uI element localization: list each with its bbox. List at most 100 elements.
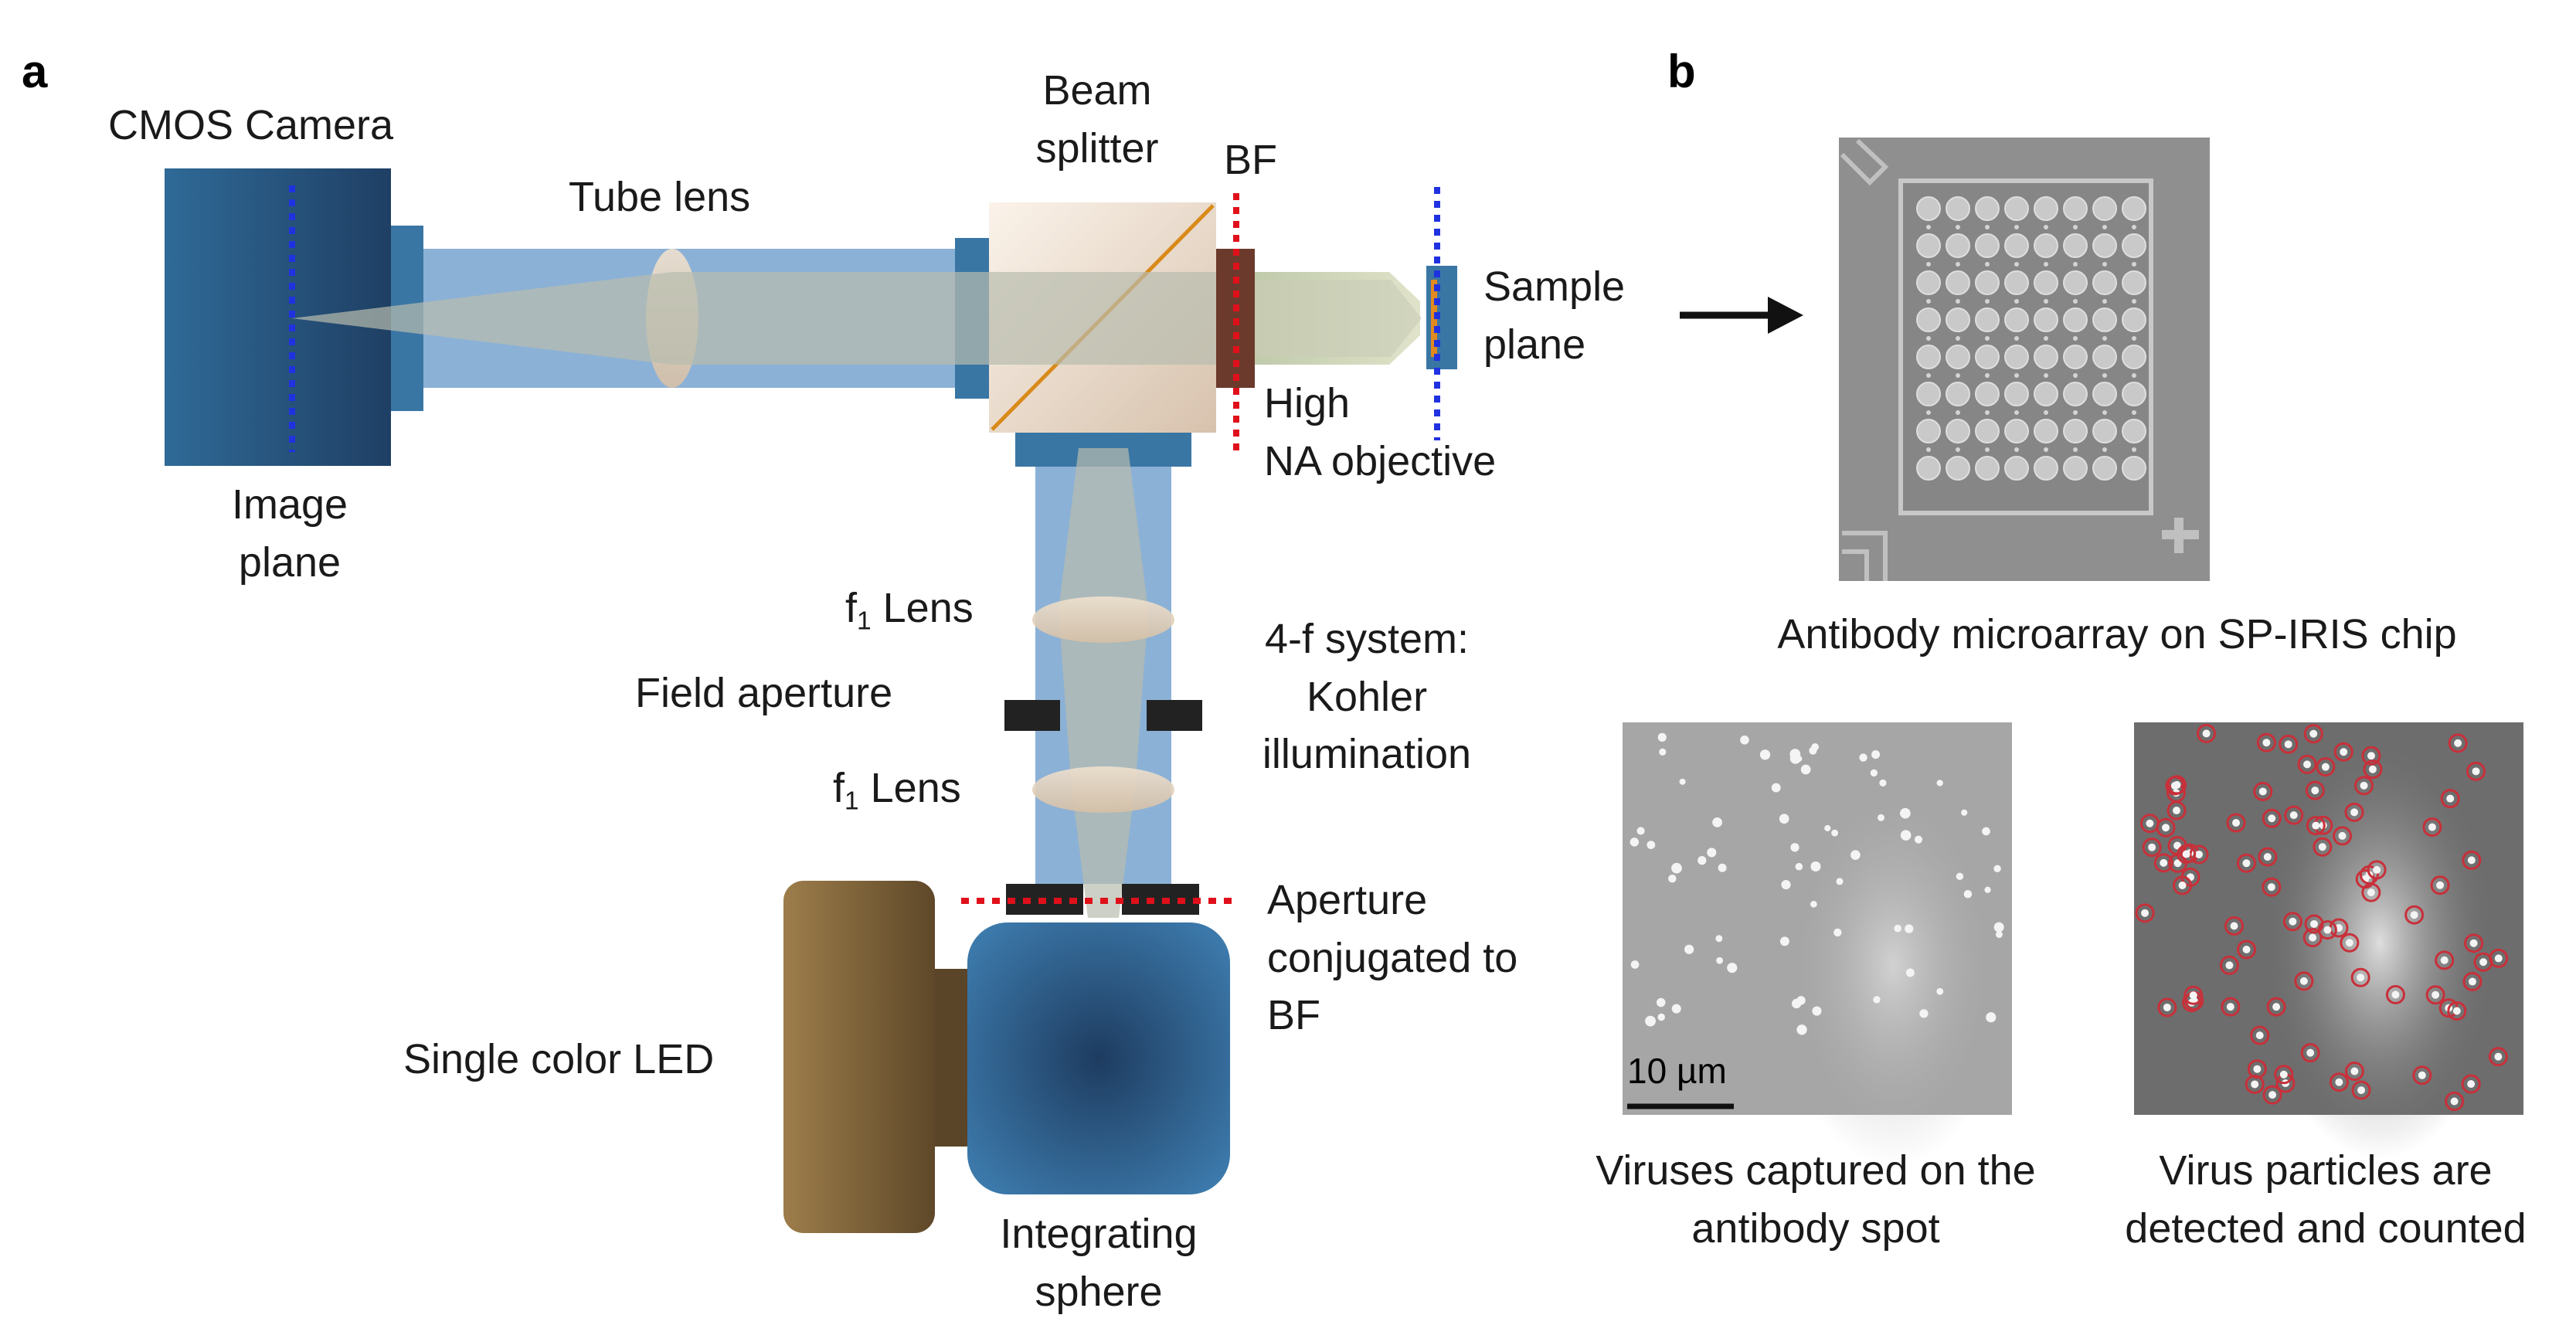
detection-circle: [2422, 817, 2442, 837]
virus-particle: [1771, 783, 1781, 793]
image-plane-label-line1: Image: [231, 481, 348, 528]
detected-particle: [2428, 823, 2436, 831]
microarray-dot: [2102, 225, 2107, 229]
detected-particle: [2368, 765, 2377, 773]
objective-label-line2: NA objective: [1264, 437, 1497, 484]
sample-plane-label-line2: plane: [1483, 321, 1586, 368]
detection-circle: [2462, 850, 2482, 870]
detected-particle: [2160, 858, 2168, 867]
detected-particle: [2494, 1052, 2503, 1061]
virus-particle: [1707, 848, 1717, 858]
integrating-sphere-label: Integrating sphere: [950, 1205, 1247, 1320]
detection-circle: [2297, 754, 2317, 774]
microarray-dot: [2014, 373, 2019, 378]
virus-particle: [1796, 1024, 1807, 1035]
panel-label-b: b: [1667, 46, 1696, 97]
detected-particle: [2318, 843, 2326, 851]
virus-particle: [1936, 780, 1943, 787]
microarray-spot: [2063, 307, 2088, 332]
microarray-spot: [2063, 345, 2088, 369]
virus-particle: [1982, 827, 1990, 836]
detection-circle: [2279, 734, 2299, 754]
detection-circle: [2302, 928, 2323, 948]
virus-particle: [1894, 924, 1901, 933]
detection-circle: [2367, 860, 2387, 880]
detection-circle: [2304, 914, 2324, 934]
detected-particle: [2255, 1031, 2264, 1040]
virus-particle: [1963, 889, 1973, 899]
detection-circle: [2282, 912, 2302, 932]
detected-particle: [2178, 882, 2187, 890]
detection-circle: [2266, 997, 2286, 1017]
virus-particle: [1919, 1009, 1929, 1018]
objective-label: High NA objective: [1264, 375, 1496, 490]
captured-caption-line1: Viruses captured on the: [1596, 1147, 2036, 1194]
single-color-led-label: Single color LED: [403, 1036, 715, 1082]
microarray-dot: [2132, 447, 2136, 452]
microarray-dot: [1926, 373, 1931, 378]
detected-particle: [2479, 958, 2488, 967]
microarray-spot: [1916, 196, 1941, 221]
detection-circle: [2236, 853, 2256, 873]
detection-circle: [2466, 761, 2486, 781]
detected-particle: [2289, 917, 2297, 926]
detected-particle: [2367, 752, 2375, 760]
microarray-dot: [2044, 262, 2048, 267]
detected-particle: [2226, 1003, 2234, 1011]
microarray-spot: [1916, 270, 1941, 295]
objective-converging-rays: [1255, 280, 1422, 357]
detected-particle: [2310, 919, 2319, 928]
integrating-sphere-label-line2: sphere: [1035, 1268, 1163, 1315]
microarray-spot: [2034, 196, 2058, 221]
virus-particle: [1715, 935, 1723, 943]
virus-particle: [1810, 900, 1817, 908]
microarray-spot: [2004, 233, 2029, 258]
detected-particle: [2312, 821, 2320, 830]
image-plane-label-line2: plane: [238, 538, 342, 586]
virus-particle: [1986, 1012, 1997, 1023]
detection-circle: [2344, 802, 2364, 822]
integrating-sphere: [967, 922, 1230, 1194]
microarray-dot: [2073, 262, 2078, 267]
microarray-dot: [1985, 299, 1990, 304]
virus-particle: [1809, 746, 1817, 755]
detection-circle: [2448, 733, 2468, 753]
detection-circle: [2351, 1080, 2371, 1100]
virus-particle: [1671, 1004, 1681, 1014]
microarray-dot: [2132, 299, 2136, 304]
virus-particle: [1630, 837, 1640, 847]
four-f-label-line2: Kohler: [1306, 673, 1428, 720]
microarray-dot: [2073, 447, 2078, 452]
microarray-dot: [2132, 410, 2136, 415]
microarray-spot: [2034, 456, 2058, 481]
virus-particle: [1781, 879, 1791, 890]
detection-circle: [2333, 826, 2353, 846]
virus-particle: [1779, 936, 1789, 946]
microarray-spot: [2063, 419, 2088, 443]
microarray-dot: [2132, 336, 2136, 341]
detection-circle: [2313, 837, 2333, 857]
virus-particle: [1698, 856, 1707, 865]
microarray-spot: [2092, 345, 2117, 369]
microarray-spot: [2092, 382, 2117, 406]
detected-particle: [2230, 922, 2238, 930]
virus-particle: [1671, 862, 1682, 874]
field-aperture-left: [1004, 700, 1060, 731]
virus-particle: [1636, 827, 1645, 835]
virus-particle: [1836, 878, 1844, 885]
detected-particle: [2391, 990, 2400, 999]
microarray-dot: [2073, 373, 2078, 378]
detected-particle: [2279, 1070, 2288, 1079]
detection-circle: [2173, 875, 2193, 895]
microarray-dot: [1926, 447, 1931, 452]
microarray-dot: [1926, 410, 1931, 415]
microarray-dot: [2132, 262, 2136, 267]
detection-circle: [2165, 776, 2185, 796]
detected-particle: [2309, 933, 2317, 942]
detected-particle: [2410, 911, 2418, 919]
virus-particle: [1879, 779, 1887, 787]
microarray-dot: [2102, 336, 2107, 341]
detected-particle: [2267, 883, 2275, 892]
detected-particle: [2360, 781, 2368, 790]
detected-particle: [2357, 1086, 2366, 1095]
